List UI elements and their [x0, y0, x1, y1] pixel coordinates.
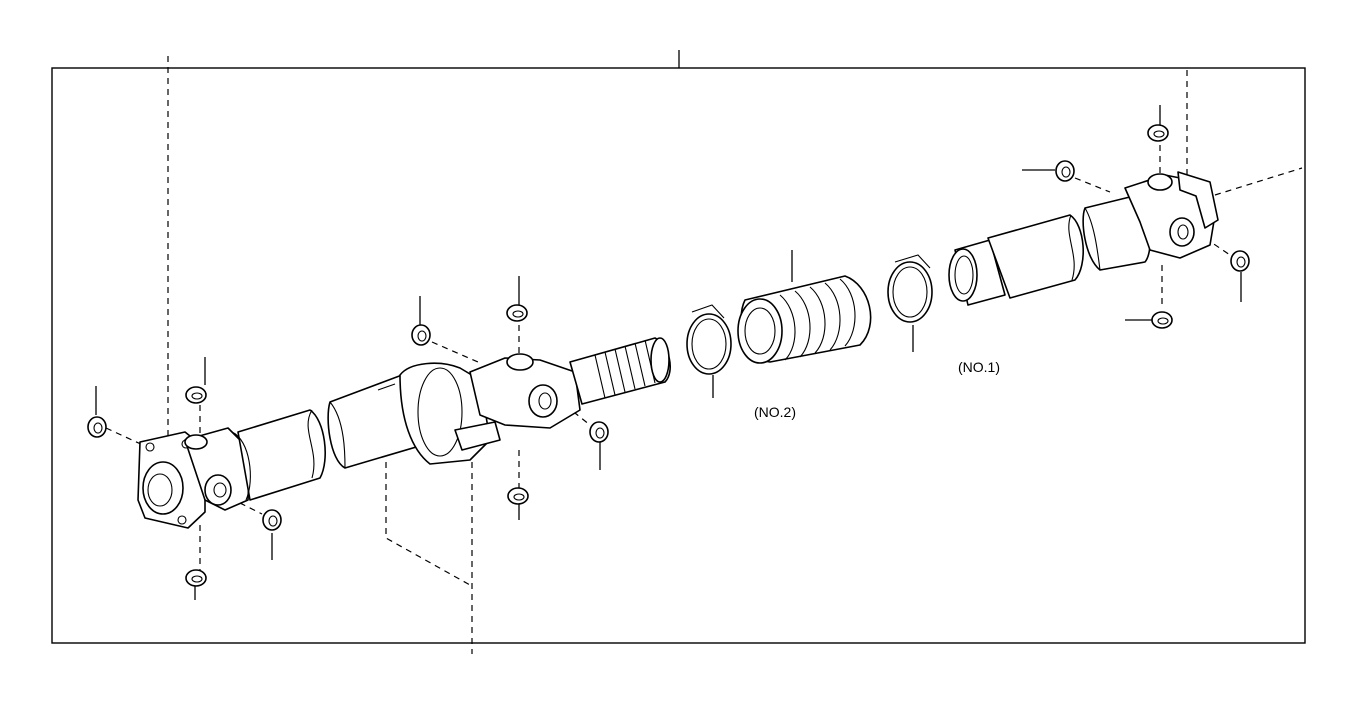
snap-rings: [87, 124, 1250, 587]
snap-ring-11: [1230, 250, 1250, 272]
center-universal-joint: [469, 353, 581, 429]
rear-universal-joint: [1124, 171, 1219, 259]
snap-ring-3: [262, 509, 282, 531]
rear-shaft-tube: [948, 194, 1152, 306]
snap-ring-7: [589, 421, 609, 443]
snap-ring-1: [87, 416, 107, 438]
snap-ring-12: [1151, 311, 1173, 329]
snap-ring-4: [185, 569, 207, 587]
spline-shaft: [569, 337, 671, 405]
snap-ring-5: [411, 324, 431, 346]
reference-line-bottom-bend: [385, 462, 471, 586]
reference-line-right: [1214, 167, 1303, 196]
snap-ring-8: [507, 487, 529, 505]
snap-ring-9: [1147, 124, 1169, 142]
front-shaft-tube: [231, 409, 326, 501]
diagram-frame: [51, 67, 1306, 644]
boot-clamp-small: [686, 304, 732, 375]
part-label-no1: (NO.1): [958, 359, 1000, 375]
rubber-boot: [737, 275, 872, 364]
snap-ring-6: [506, 304, 528, 322]
front-flange-yoke: [137, 427, 251, 529]
snap-ring-10: [1055, 160, 1075, 182]
intermediate-shaft: [327, 362, 501, 469]
leader-lines: [95, 105, 1242, 600]
boot-clamp-large: [887, 254, 933, 323]
part-label-no2: (NO.2): [754, 404, 796, 420]
snap-ring-2: [185, 386, 207, 404]
